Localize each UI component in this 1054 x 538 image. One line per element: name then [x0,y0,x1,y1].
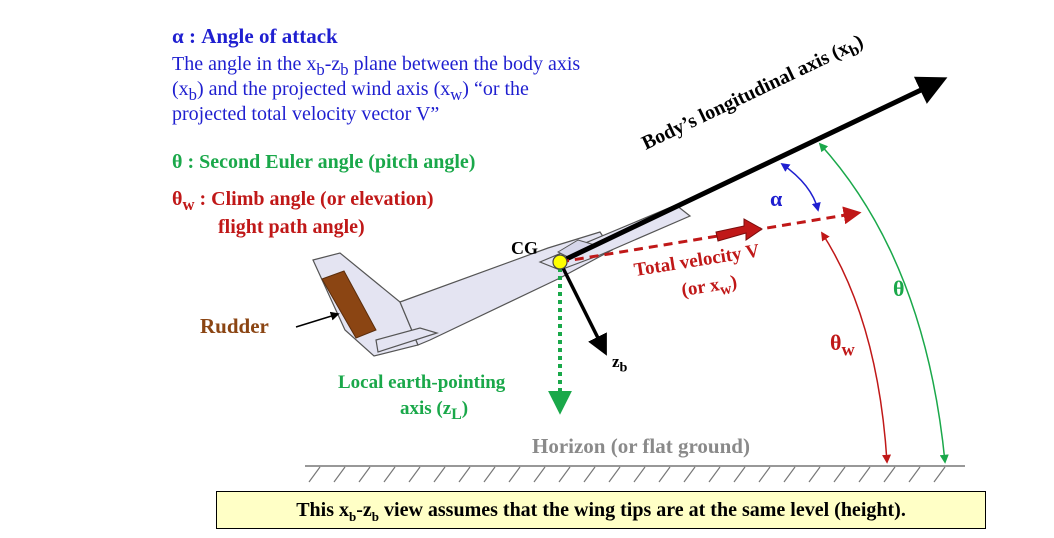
rudder-pointer [295,311,340,328]
theta-arc [818,142,949,464]
theta-heading: θ : Second Euler angle (pitch angle) [172,151,476,173]
velocity-vector [559,206,862,264]
theta-w-heading-line2: flight path angle) [218,216,365,238]
zb-label: zb [612,352,628,376]
theta-w-diagram-label: θw [830,330,855,360]
theta-w-heading: θw : Climb angle (or elevation) [172,188,434,214]
rudder-label: Rudder [200,314,269,338]
velocity-arrow-symbol [715,218,763,242]
alpha-heading: α : Angle of attack [172,24,338,48]
horizontal-stabilizer [375,327,440,353]
earth-axis-label: Local earth-pointing [338,372,506,393]
theta-diagram-label: θ [893,276,905,301]
alpha-description-line3: projected total velocity vector V” [172,103,440,125]
alpha-description-line2: (xb) and the projected wind axis (xw) “o… [172,78,529,104]
earth-axis-label-line2: axis (zL) [400,398,469,423]
alpha-diagram-label: α [770,186,783,211]
assumption-note: This xb-zb view assumes that the wing ti… [216,491,986,529]
alpha-description-line1: The angle in the xb-zb plane between the… [172,53,581,79]
rudder-surface [321,270,377,339]
cg-marker [552,254,568,270]
horizon-label: Horizon (or flat ground) [532,434,750,458]
ground-hatching [305,465,965,483]
body-axis-arrow [558,76,948,265]
cg-label: CG [511,238,538,258]
zb-axis-arrow [558,261,607,356]
alpha-arc [780,162,821,212]
